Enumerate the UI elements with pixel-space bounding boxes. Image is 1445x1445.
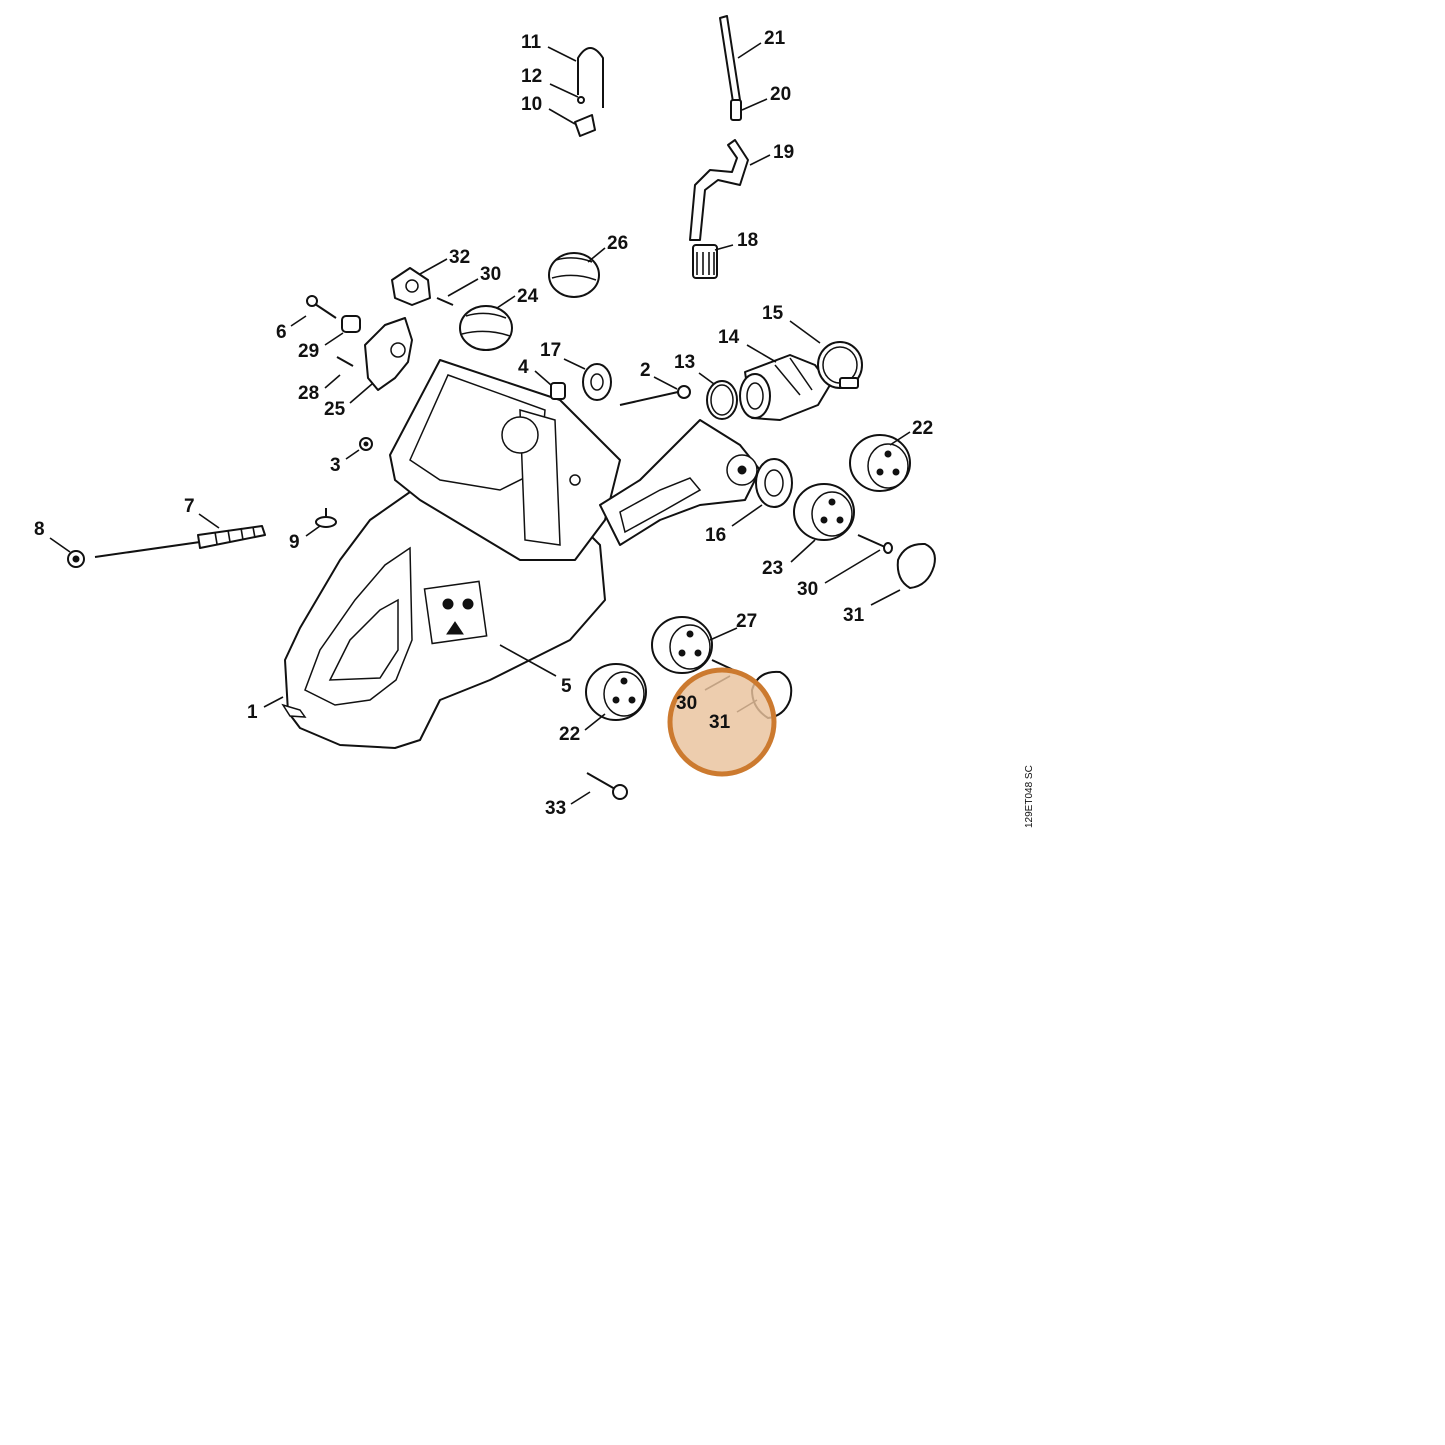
callout-33: 33	[545, 798, 566, 819]
callout-29: 29	[298, 341, 319, 362]
part-29-sleeve	[341, 315, 361, 333]
part-27-buffer	[651, 616, 713, 674]
part-7-rod	[94, 525, 266, 558]
part-1-housing	[281, 359, 761, 749]
part-20-fitting	[730, 99, 742, 121]
callout-17: 17	[540, 340, 561, 361]
callout-18: 18	[737, 230, 758, 251]
callout-22-left: 22	[559, 724, 580, 745]
callout-13: 13	[674, 352, 695, 373]
callout-16: 16	[705, 525, 726, 546]
part-26-buffer	[548, 252, 600, 298]
callout-7: 7	[184, 496, 195, 517]
part-33-screw	[586, 772, 628, 800]
callout-15: 15	[762, 303, 784, 324]
callout-22-right: 22	[912, 418, 933, 439]
part-4-nut	[550, 382, 566, 400]
callout-31-right: 31	[843, 605, 865, 626]
part-19-hose	[689, 139, 749, 241]
part-6-screw	[306, 295, 337, 319]
callout-9: 9	[289, 532, 300, 553]
leader-lines	[49, 42, 911, 805]
callout-4: 4	[518, 357, 529, 378]
highlight-circle	[667, 667, 777, 777]
part-23-buffer	[793, 483, 855, 541]
part-28-screw	[336, 356, 354, 367]
callout-3: 3	[330, 455, 341, 476]
callout-11: 11	[521, 32, 542, 53]
drawing-code: 129ET048 SC	[1024, 765, 1035, 828]
callout-labels: 1 2 3 4 5 6 7 8 9 10 11 12 13 14 15 16 1…	[34, 28, 933, 819]
part-16-ring	[755, 458, 793, 508]
part-13-o-ring	[706, 380, 738, 420]
part-25-bracket	[364, 317, 413, 391]
callout-27: 27	[736, 611, 757, 632]
callout-5: 5	[561, 676, 572, 697]
part-15-clamp	[817, 341, 863, 389]
callout-24: 24	[517, 286, 539, 307]
callout-10: 10	[521, 94, 542, 115]
part-10-plug	[574, 114, 596, 137]
part-32-block	[391, 267, 431, 306]
callout-14: 14	[718, 327, 740, 348]
callout-2: 2	[640, 360, 651, 381]
callout-12: 12	[521, 66, 542, 87]
part-8-nut	[67, 550, 85, 568]
callout-30-top: 30	[480, 264, 501, 285]
part-22-buffer-right	[849, 434, 911, 492]
callout-19: 19	[773, 142, 794, 163]
callout-30-right: 30	[797, 579, 818, 600]
part-24-buffer	[459, 305, 513, 351]
callout-1: 1	[247, 702, 258, 723]
part-12-sleeve	[577, 96, 585, 104]
part-17-ring	[582, 363, 612, 401]
callout-20: 20	[770, 84, 791, 105]
part-21-tube	[719, 15, 741, 103]
callout-28: 28	[298, 383, 319, 404]
part-18-fuel-filter	[692, 244, 718, 279]
callout-8: 8	[34, 519, 45, 540]
part-3-washer	[359, 437, 373, 451]
part-2-bolt	[619, 385, 691, 406]
callout-30-lower: 30	[676, 693, 697, 714]
callout-32: 32	[449, 247, 470, 268]
callout-21: 21	[764, 28, 786, 49]
part-14-manifold	[739, 354, 831, 421]
part-11-hose-loop	[577, 47, 604, 108]
callout-25: 25	[324, 399, 346, 420]
callout-31-highlighted: 31	[709, 712, 731, 733]
callout-23: 23	[762, 558, 783, 579]
part-22-buffer-left	[585, 663, 647, 721]
part-31-cover-right	[896, 542, 936, 589]
callout-26: 26	[607, 233, 628, 254]
callout-6: 6	[276, 322, 287, 343]
part-30-screw-right	[857, 534, 893, 554]
part-30-screw-top	[436, 297, 454, 306]
part-9-stud	[315, 508, 337, 528]
